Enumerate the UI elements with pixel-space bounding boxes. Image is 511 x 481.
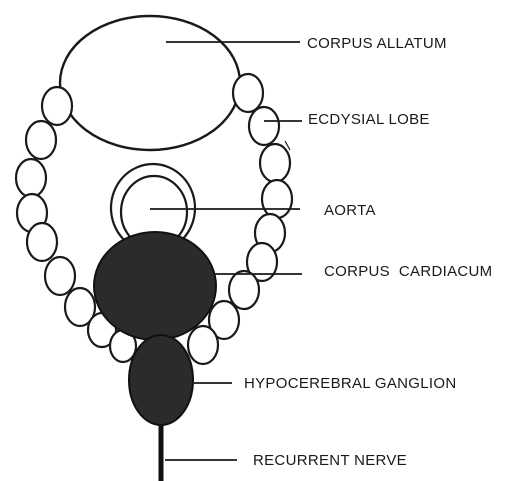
ecdysial-lobe [249,107,279,145]
ecdysial-lobe [262,180,292,218]
ecdysial-lobe [229,271,259,309]
label-hypocerebral-ganglion: HYPOCEREBRAL GANGLION [244,375,456,392]
ecdysial-lobe [233,74,263,112]
right-ecdysial-lobes [188,74,292,364]
label-aorta: AORTA [324,202,376,219]
label-ecdysial-lobe: ECDYSIAL LOBE [308,111,430,128]
ecdysial-lobe [16,159,46,197]
ecdysial-lobe [42,87,72,125]
corpus-cardiacum-shape [94,232,216,340]
hypocerebral-ganglion-shape [129,335,193,425]
ecdysial-lobe [27,223,57,261]
label-corpus-allatum: CORPUS ALLATUM [307,35,447,52]
ecdysial-lobe [26,121,56,159]
ecdysial-lobe [45,257,75,295]
ecdysial-lobe [260,144,290,182]
corpus-allatum-shape [60,16,240,150]
ecdysial-lobe [188,326,218,364]
label-recurrent-nerve: RECURRENT NERVE [253,452,407,469]
label-corpus-cardiacum: CORPUS CARDIACUM [324,263,492,280]
